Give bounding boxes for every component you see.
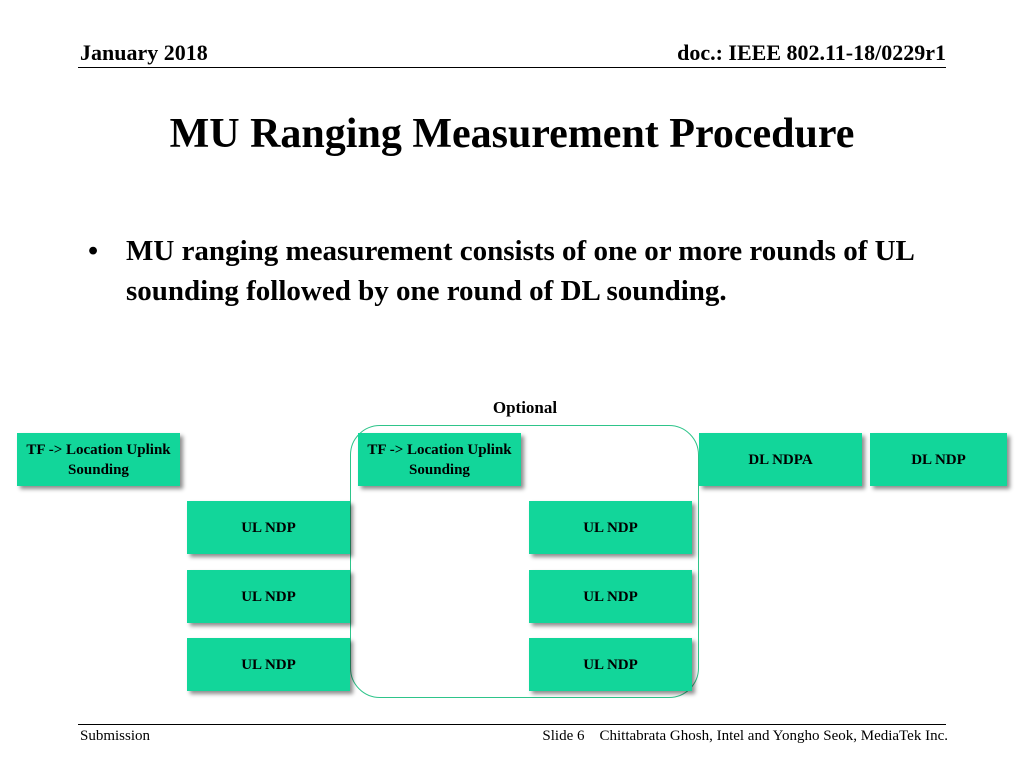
header-doc-id: doc.: IEEE 802.11-18/0229r1: [677, 40, 946, 65]
footer-submission: Submission: [80, 728, 151, 744]
ul-ndp-box: UL NDP: [187, 501, 350, 554]
optional-label: Optional: [492, 398, 558, 417]
ul-ndp-box: UL NDP: [529, 501, 692, 554]
optional-round-frame: [350, 425, 699, 698]
footer-slide-info: Slide 6 Chittabrata Ghosh, Intel and Yon…: [542, 728, 948, 744]
ul-ndp-box: UL NDP: [529, 638, 692, 691]
bullet-text: MU ranging measurement consists of one o…: [126, 235, 914, 307]
footer-divider: [78, 724, 946, 725]
header-date: January 2018: [80, 40, 208, 65]
bullet-marker: •: [88, 235, 99, 267]
dl-ndp-box: DL NDP: [870, 433, 1007, 486]
slide-title: MU Ranging Measurement Procedure: [169, 111, 855, 157]
tf-location-uplink-sounding-box-2: TF -> Location Uplink Sounding: [358, 433, 521, 486]
header-divider: [78, 67, 946, 68]
ul-ndp-box: UL NDP: [529, 570, 692, 623]
tf-location-uplink-sounding-box-1: TF -> Location Uplink Sounding: [17, 433, 180, 486]
dl-ndpa-box: DL NDPA: [699, 433, 862, 486]
ul-ndp-box: UL NDP: [187, 638, 350, 691]
ul-ndp-box: UL NDP: [187, 570, 350, 623]
